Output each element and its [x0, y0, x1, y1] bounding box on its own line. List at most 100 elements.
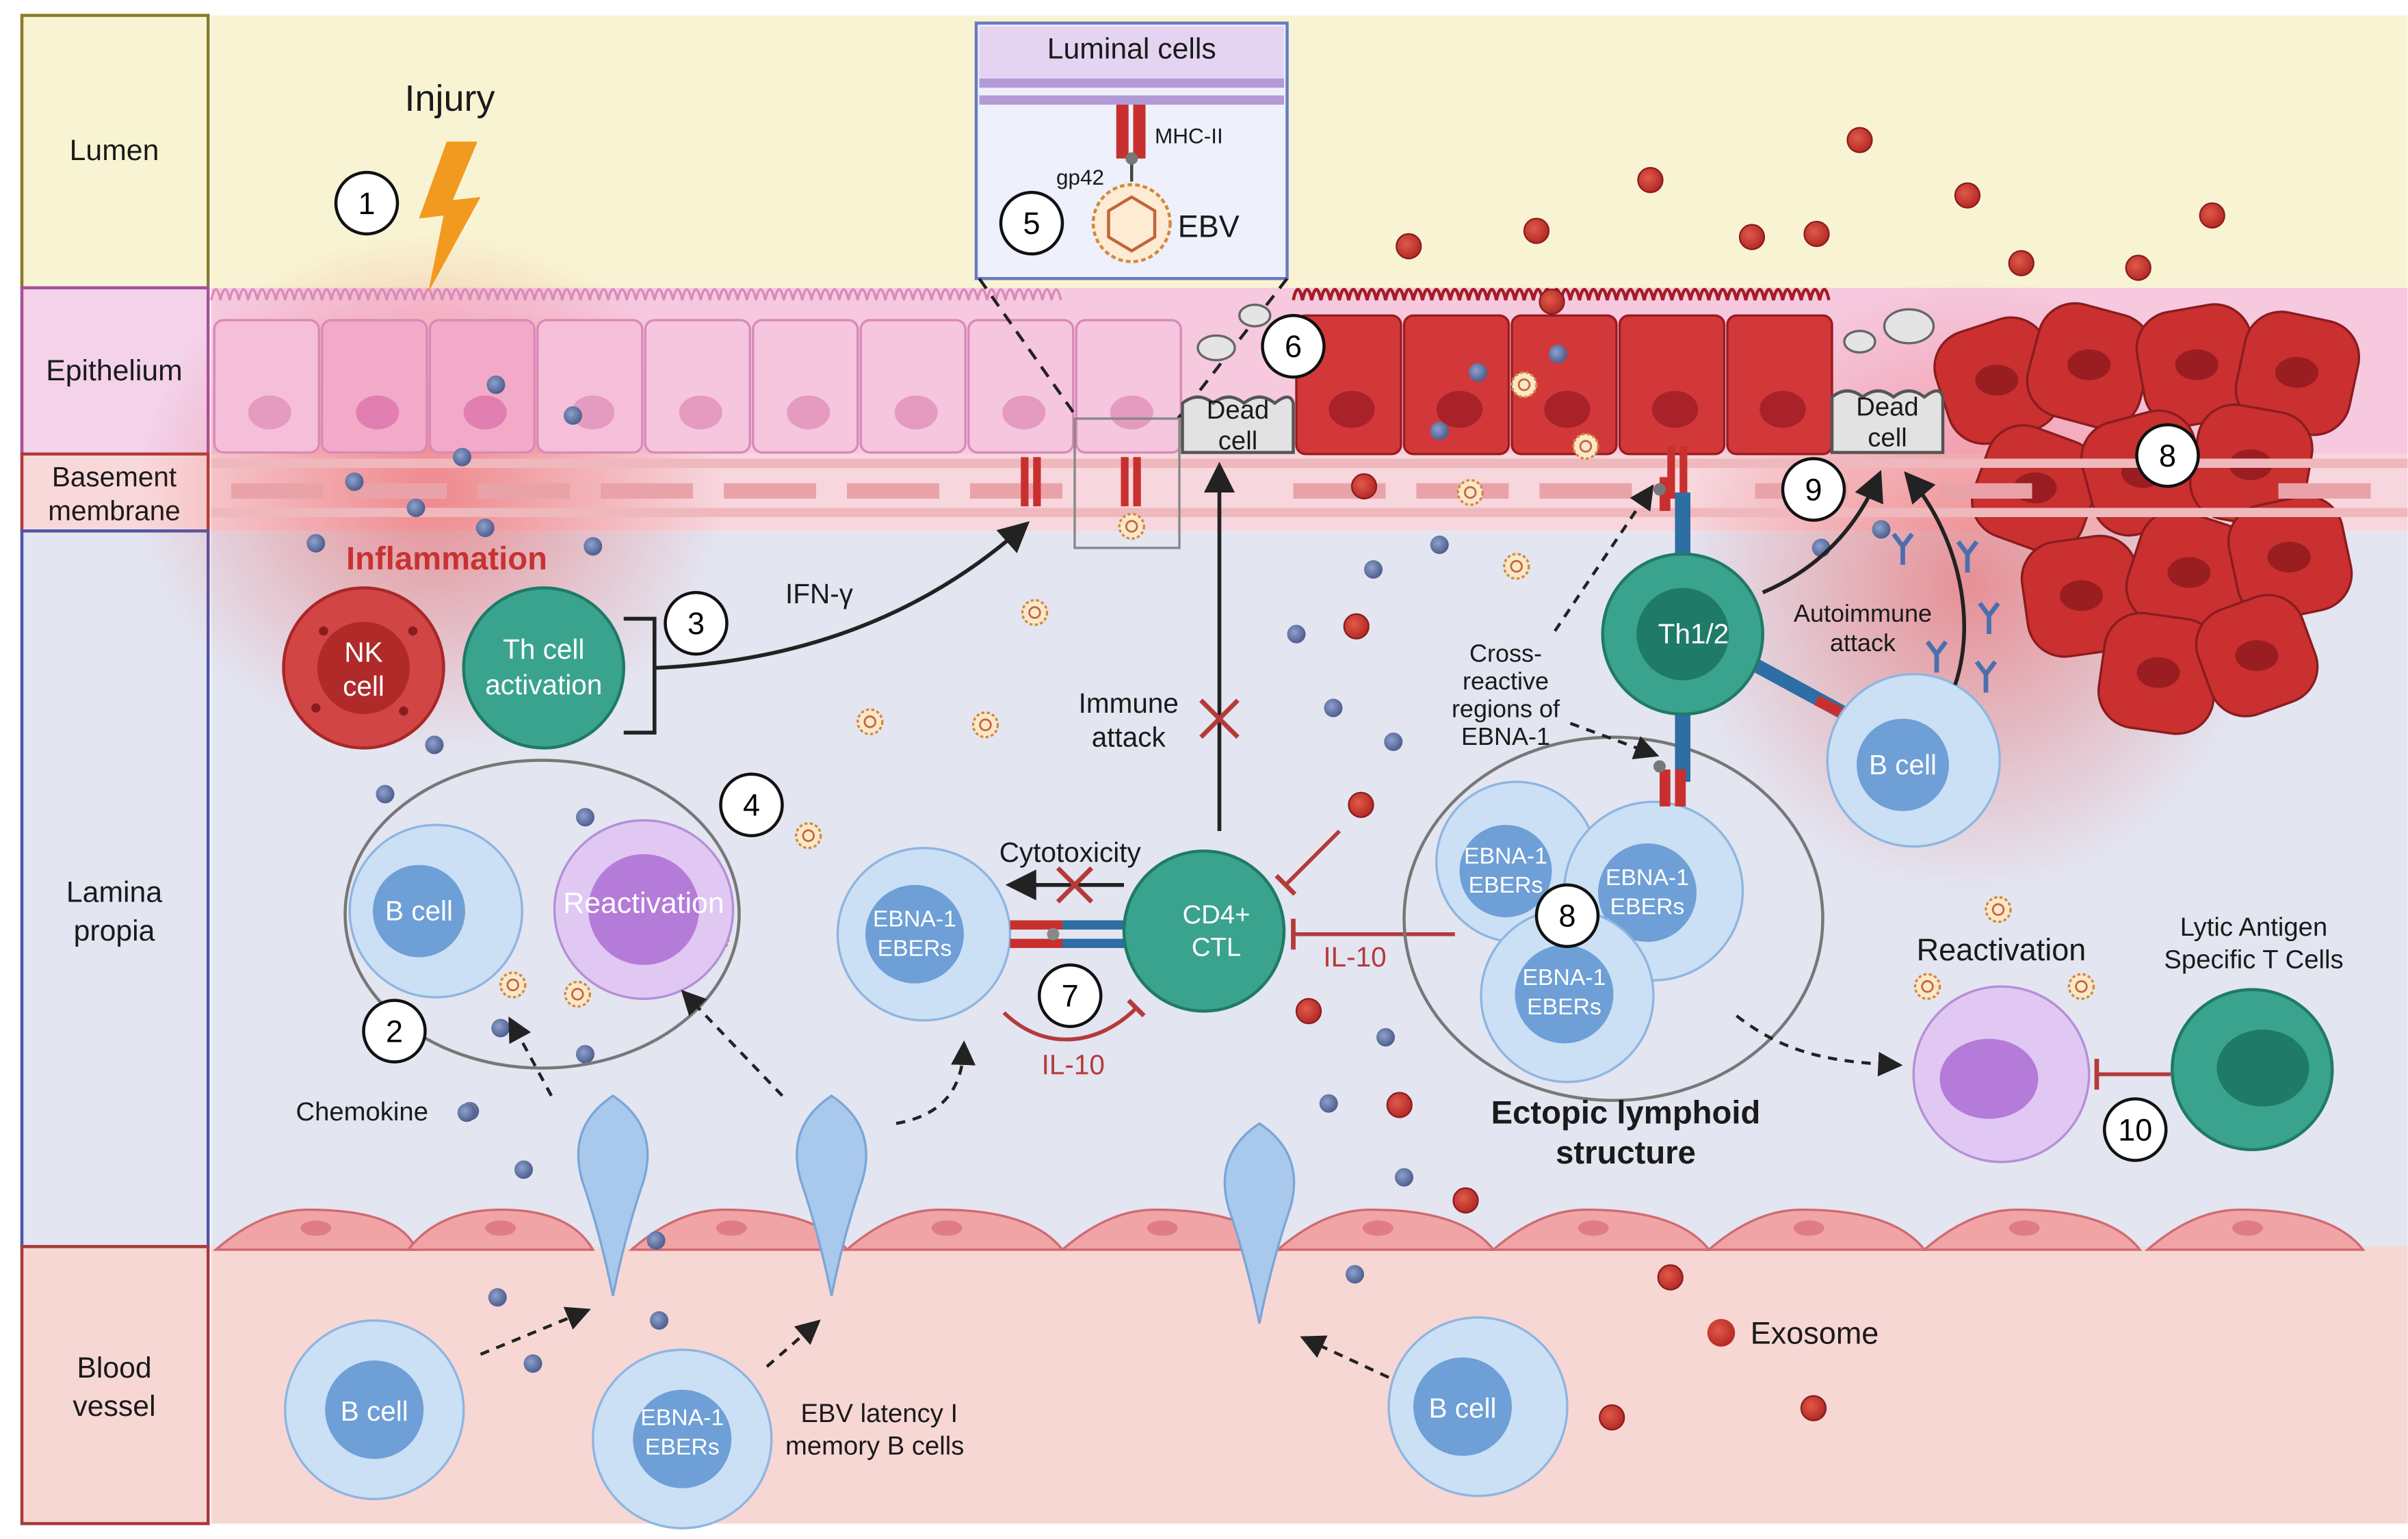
svg-text:EBERs: EBERs: [1527, 994, 1601, 1020]
immune-attack-label: Immune: [1079, 687, 1179, 719]
svg-text:B cell: B cell: [385, 895, 453, 927]
svg-text:EBNA-1: EBNA-1: [1606, 865, 1689, 891]
svg-text:8: 8: [1558, 899, 1575, 934]
extravasating-cells: [577, 1094, 1296, 1324]
svg-text:cell: cell: [343, 670, 384, 702]
svg-text:2: 2: [386, 1014, 403, 1049]
svg-text:Specific T Cells: Specific T Cells: [2164, 945, 2343, 974]
injury-label: Injury: [404, 78, 495, 119]
svg-text:cell: cell: [1868, 423, 1907, 453]
layer-lumen-box: Lumen: [20, 14, 210, 289]
svg-text:Dead: Dead: [1856, 393, 1918, 422]
antibody-icons: [1892, 532, 2000, 693]
svg-text:7: 7: [1062, 979, 1079, 1014]
lytic-antigen-label: Lytic Antigen: [2180, 912, 2327, 942]
svg-text:6: 6: [1285, 329, 1302, 364]
ebv-virion-icon: [1091, 183, 1172, 263]
cross-reactive-label: Cross-: [1469, 640, 1542, 668]
cytotoxicity-label: Cytotoxicity: [999, 837, 1142, 868]
inflammation-label: Inflammation: [346, 541, 547, 577]
svg-text:EBNA-1: EBNA-1: [1464, 843, 1547, 869]
step-10: 10: [2103, 1097, 2168, 1162]
svg-text:B cell: B cell: [341, 1395, 408, 1427]
th12-cell: Th1/2: [1601, 552, 1764, 716]
step-6: 6: [1261, 314, 1326, 379]
mhc-receptors: [1021, 446, 1688, 507]
group-b-cell-reactivation: B cell Reactivation: [343, 759, 741, 1070]
step-markers: 1 2 3 4 5 6 7 8 8 9 10: [334, 170, 2200, 1162]
ebna-infected-b-cell: EBNA-1 EBERs: [836, 847, 1012, 1022]
svg-text:1: 1: [358, 186, 375, 221]
cd4-ctl-cell: CD4+ CTL: [1122, 850, 1286, 1013]
svg-text:Reactivation: Reactivation: [563, 886, 724, 919]
nk-cell: NK cell: [282, 586, 445, 750]
ectopic-lymphoid-structure: EBNA-1 EBERs EBNA-1 EBERs EBNA-1 EBERs: [1402, 735, 1824, 1102]
svg-text:B cell: B cell: [1428, 1392, 1496, 1423]
svg-text:activation: activation: [485, 669, 602, 700]
svg-text:structure: structure: [1556, 1135, 1696, 1171]
mhc-tcr-synapse: [1010, 920, 1127, 948]
svg-text:EBNA-1: EBNA-1: [873, 906, 956, 932]
exosome-label: Exosome: [1751, 1315, 1879, 1350]
gp42-label: gp42: [1056, 165, 1104, 189]
svg-text:vessel: vessel: [73, 1390, 155, 1423]
chemokine-label: Chemokine: [296, 1097, 428, 1127]
svg-text:memory B cells: memory B cells: [785, 1431, 964, 1460]
svg-text:attack: attack: [1830, 629, 1896, 657]
svg-text:Th cell: Th cell: [503, 633, 584, 665]
svg-text:3: 3: [688, 606, 705, 641]
blocked-x-icon-cytotox: [1056, 866, 1094, 904]
svg-text:Lumen: Lumen: [70, 134, 159, 167]
step-5: 5: [999, 191, 1064, 256]
lytic-antigen-t-cell: [2171, 988, 2334, 1151]
svg-text:4: 4: [743, 788, 760, 823]
red-epithelial-cells: [1292, 287, 1833, 456]
svg-text:CD4+: CD4+: [1183, 900, 1251, 930]
il10-label-bottom: IL-10: [1042, 1049, 1105, 1081]
step-8b: 8: [2135, 423, 2200, 488]
svg-text:reactive: reactive: [1463, 667, 1549, 695]
svg-text:Blood: Blood: [77, 1352, 151, 1384]
step-1: 1: [334, 170, 400, 236]
svg-text:CTL: CTL: [1192, 932, 1241, 962]
exosome-legend-dot: [1707, 1319, 1736, 1347]
dead-cell-1: Dead cell: [1181, 303, 1295, 456]
svg-text:Lamina: Lamina: [66, 876, 162, 909]
svg-text:EBERs: EBERs: [1610, 894, 1685, 920]
svg-text:EBERs: EBERs: [645, 1434, 720, 1460]
chemokine-dots: [306, 345, 1891, 1373]
step-4: 4: [719, 772, 784, 837]
ectopic-label: Ectopic lymphoid: [1491, 1095, 1761, 1131]
svg-text:EBERs: EBERs: [878, 935, 952, 961]
blood-b-cell-2: B cell: [1387, 1316, 1569, 1497]
layer-blood-box: Blood vessel: [20, 1245, 210, 1525]
step-9: 9: [1781, 457, 1846, 522]
svg-text:B cell: B cell: [1869, 749, 1937, 780]
ebv-label: EBV: [1178, 209, 1240, 244]
il10-label-right: IL-10: [1323, 941, 1386, 973]
dead-cell-2: Dead cell: [1830, 308, 1945, 454]
b-cell-autoimmune: B cell: [1826, 672, 2001, 848]
lightning-bolt-icon: [419, 142, 481, 293]
svg-text:8: 8: [2159, 438, 2176, 473]
luminal-cells-inset: Luminal cells MHC-II gp42 EBV: [974, 21, 1289, 280]
svg-text:propia: propia: [74, 915, 155, 947]
reactivated-cell: [1912, 985, 2091, 1163]
svg-text:EBNA-1: EBNA-1: [1461, 722, 1550, 750]
svg-text:EBNA-1: EBNA-1: [1523, 964, 1606, 990]
svg-text:cell: cell: [1218, 426, 1257, 456]
blood-ebna-cell: EBNA-1 EBERs: [592, 1348, 773, 1529]
autoimmune-attack-label: Autoimmune: [1794, 599, 1932, 627]
lumen-area: [211, 15, 2408, 288]
svg-text:EBNA-1: EBNA-1: [640, 1405, 724, 1431]
step-7: 7: [1038, 963, 1103, 1028]
svg-text:regions of: regions of: [1452, 695, 1560, 723]
svg-text:5: 5: [1023, 206, 1040, 241]
migration-arrows: [480, 989, 1389, 1379]
reactivation-label-right: Reactivation: [1917, 932, 2086, 967]
mhc-ii-label: MHC-II: [1155, 123, 1223, 148]
svg-text:Epithelium: Epithelium: [46, 354, 183, 387]
exosomes: [1295, 127, 2225, 1431]
blocked-x-icon-immune: [1199, 698, 1240, 739]
